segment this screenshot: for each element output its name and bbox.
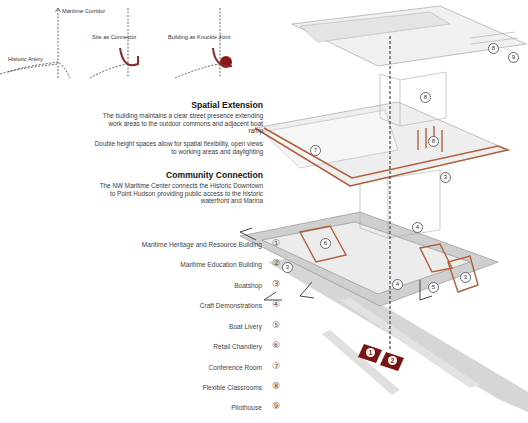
callout-number: 8	[428, 136, 439, 147]
callout-number: ⑤	[272, 320, 280, 331]
callout-number: ①	[272, 238, 280, 249]
ground-plane	[268, 256, 528, 412]
callout-number: 9	[508, 52, 519, 63]
site-label: Historic Artery	[8, 56, 43, 63]
section-heading: Spatial Extension	[150, 100, 263, 110]
legend-item: Conference Room	[90, 364, 262, 372]
site-label: Maritime Corridor	[62, 8, 105, 15]
level-two-plan	[255, 72, 508, 186]
callout-number: 3	[440, 172, 451, 183]
vertical-axis-dashed	[390, 36, 391, 350]
site-label: Building as Knuckle Joint	[168, 34, 230, 41]
callout-number: 6	[320, 238, 331, 249]
legend-item: Boat Livery	[90, 323, 262, 331]
callout-number: 5	[428, 282, 439, 293]
legend-item: Maritime Heritage and Resource Building	[90, 241, 262, 249]
callout-number: 3	[282, 262, 293, 273]
callout-number: ⑧	[272, 381, 280, 392]
callout-number: ④	[272, 299, 280, 310]
legend-item: Retail Chandlery	[90, 343, 262, 351]
level-three-plan	[292, 6, 526, 66]
callout-number: ⑦	[272, 361, 280, 372]
callout-number: ②	[272, 258, 280, 269]
section-body: The building maintains a clear street pr…	[93, 112, 263, 135]
callout-number: ⑥	[272, 340, 280, 351]
legend-item: Flexible Classrooms	[90, 384, 262, 392]
legend-item: Craft Demonstrations	[90, 302, 262, 310]
section-heading: Community Connection	[130, 170, 263, 180]
site-label: Site as Connector	[92, 34, 136, 41]
callout-number: 1	[366, 348, 375, 357]
callout-number: 2	[388, 356, 397, 365]
callout-number: 4	[412, 222, 423, 233]
legend-item: Maritime Education Building	[90, 261, 262, 269]
callout-number: ⑨	[272, 401, 280, 412]
level-one-plan	[240, 170, 498, 306]
section-body: The NW Maritime Center connects the Hist…	[93, 182, 263, 205]
callout-number: 8	[420, 92, 431, 103]
legend-item: Boatshop	[90, 282, 262, 290]
callout-number: 8	[488, 43, 499, 54]
section-body: Double height spaces allow for spatial f…	[93, 140, 263, 155]
legend-item: Pilothouse	[90, 404, 262, 412]
callout-number: 7	[310, 145, 321, 156]
callout-number: 3	[460, 272, 471, 283]
callout-number: ③	[272, 279, 280, 290]
site-diagrams	[0, 8, 232, 78]
callout-number: 4	[392, 279, 403, 290]
